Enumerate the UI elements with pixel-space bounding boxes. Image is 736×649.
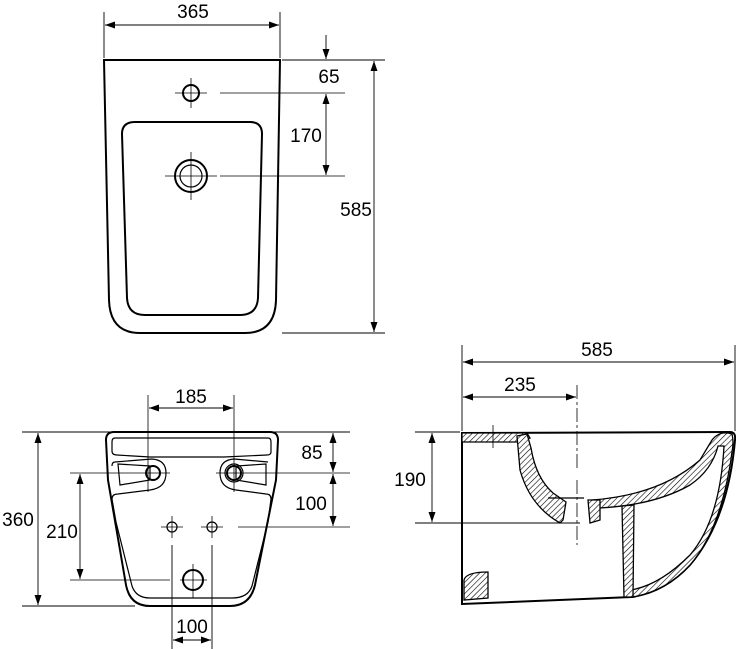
bowl-shell-section bbox=[590, 432, 734, 598]
inlet-hole-left-icon bbox=[161, 516, 183, 538]
dimension-drain-distance-235: 235 bbox=[463, 375, 576, 401]
dimension-fixing-spacing-185: 185 bbox=[149, 387, 233, 412]
rear-foot-section bbox=[463, 571, 489, 601]
dimension-height-360: 360 bbox=[2, 433, 135, 607]
tap-hole-icon bbox=[175, 78, 345, 108]
bowl-outline bbox=[120, 121, 264, 316]
top-view-outline bbox=[102, 59, 282, 334]
dimension-label: 365 bbox=[177, 2, 209, 23]
dimension-label: 190 bbox=[394, 470, 426, 491]
rear-inner-outline bbox=[111, 458, 272, 599]
inlet-hole-right-icon bbox=[201, 516, 350, 538]
top-view: 365 65 170 585 bbox=[102, 2, 385, 334]
dimension-label: 170 bbox=[290, 126, 322, 147]
dimension-width-365: 365 bbox=[103, 2, 281, 58]
drain-outlet-section bbox=[587, 499, 601, 524]
dimension-label: 85 bbox=[301, 443, 322, 464]
dimension-label: 210 bbox=[46, 522, 78, 543]
dimension-inlet-offset-100: 100 bbox=[295, 474, 337, 526]
front-wall-section bbox=[516, 433, 567, 524]
side-view-section: 585 235 190 bbox=[394, 340, 736, 606]
rear-top-rail bbox=[111, 437, 272, 458]
dimension-label: 185 bbox=[175, 387, 207, 408]
dimension-inlet-spacing-100: 100 bbox=[171, 545, 213, 649]
dimension-label: 100 bbox=[176, 617, 208, 638]
dimension-label: 235 bbox=[504, 375, 536, 396]
dimension-tap-offset-65: 65 bbox=[282, 35, 385, 88]
dimension-side-length-585: 585 bbox=[461, 340, 736, 431]
dimension-drain-height-210: 210 bbox=[46, 474, 84, 579]
dimension-label: 360 bbox=[2, 510, 34, 531]
right-fixing-hole-icon bbox=[216, 395, 350, 492]
center-support-section bbox=[621, 504, 635, 598]
dimension-label: 585 bbox=[581, 340, 613, 361]
drain-hole-icon bbox=[165, 152, 345, 200]
rear-drain-hole-icon bbox=[70, 564, 207, 598]
dimension-label: 65 bbox=[318, 67, 339, 88]
dimension-label: 100 bbox=[295, 494, 327, 515]
dimension-drain-depth-190: 190 bbox=[394, 431, 580, 524]
left-fixing-hole-icon bbox=[70, 395, 170, 492]
rear-view-outline bbox=[104, 431, 280, 607]
rear-view: 185 85 100 360 210 100 bbox=[2, 387, 350, 649]
dimension-drain-offset-170: 170 bbox=[290, 94, 330, 175]
dimension-length-585: 585 bbox=[282, 61, 385, 334]
dimension-fixing-height-85: 85 bbox=[22, 431, 350, 472]
dimension-label: 585 bbox=[340, 200, 372, 221]
